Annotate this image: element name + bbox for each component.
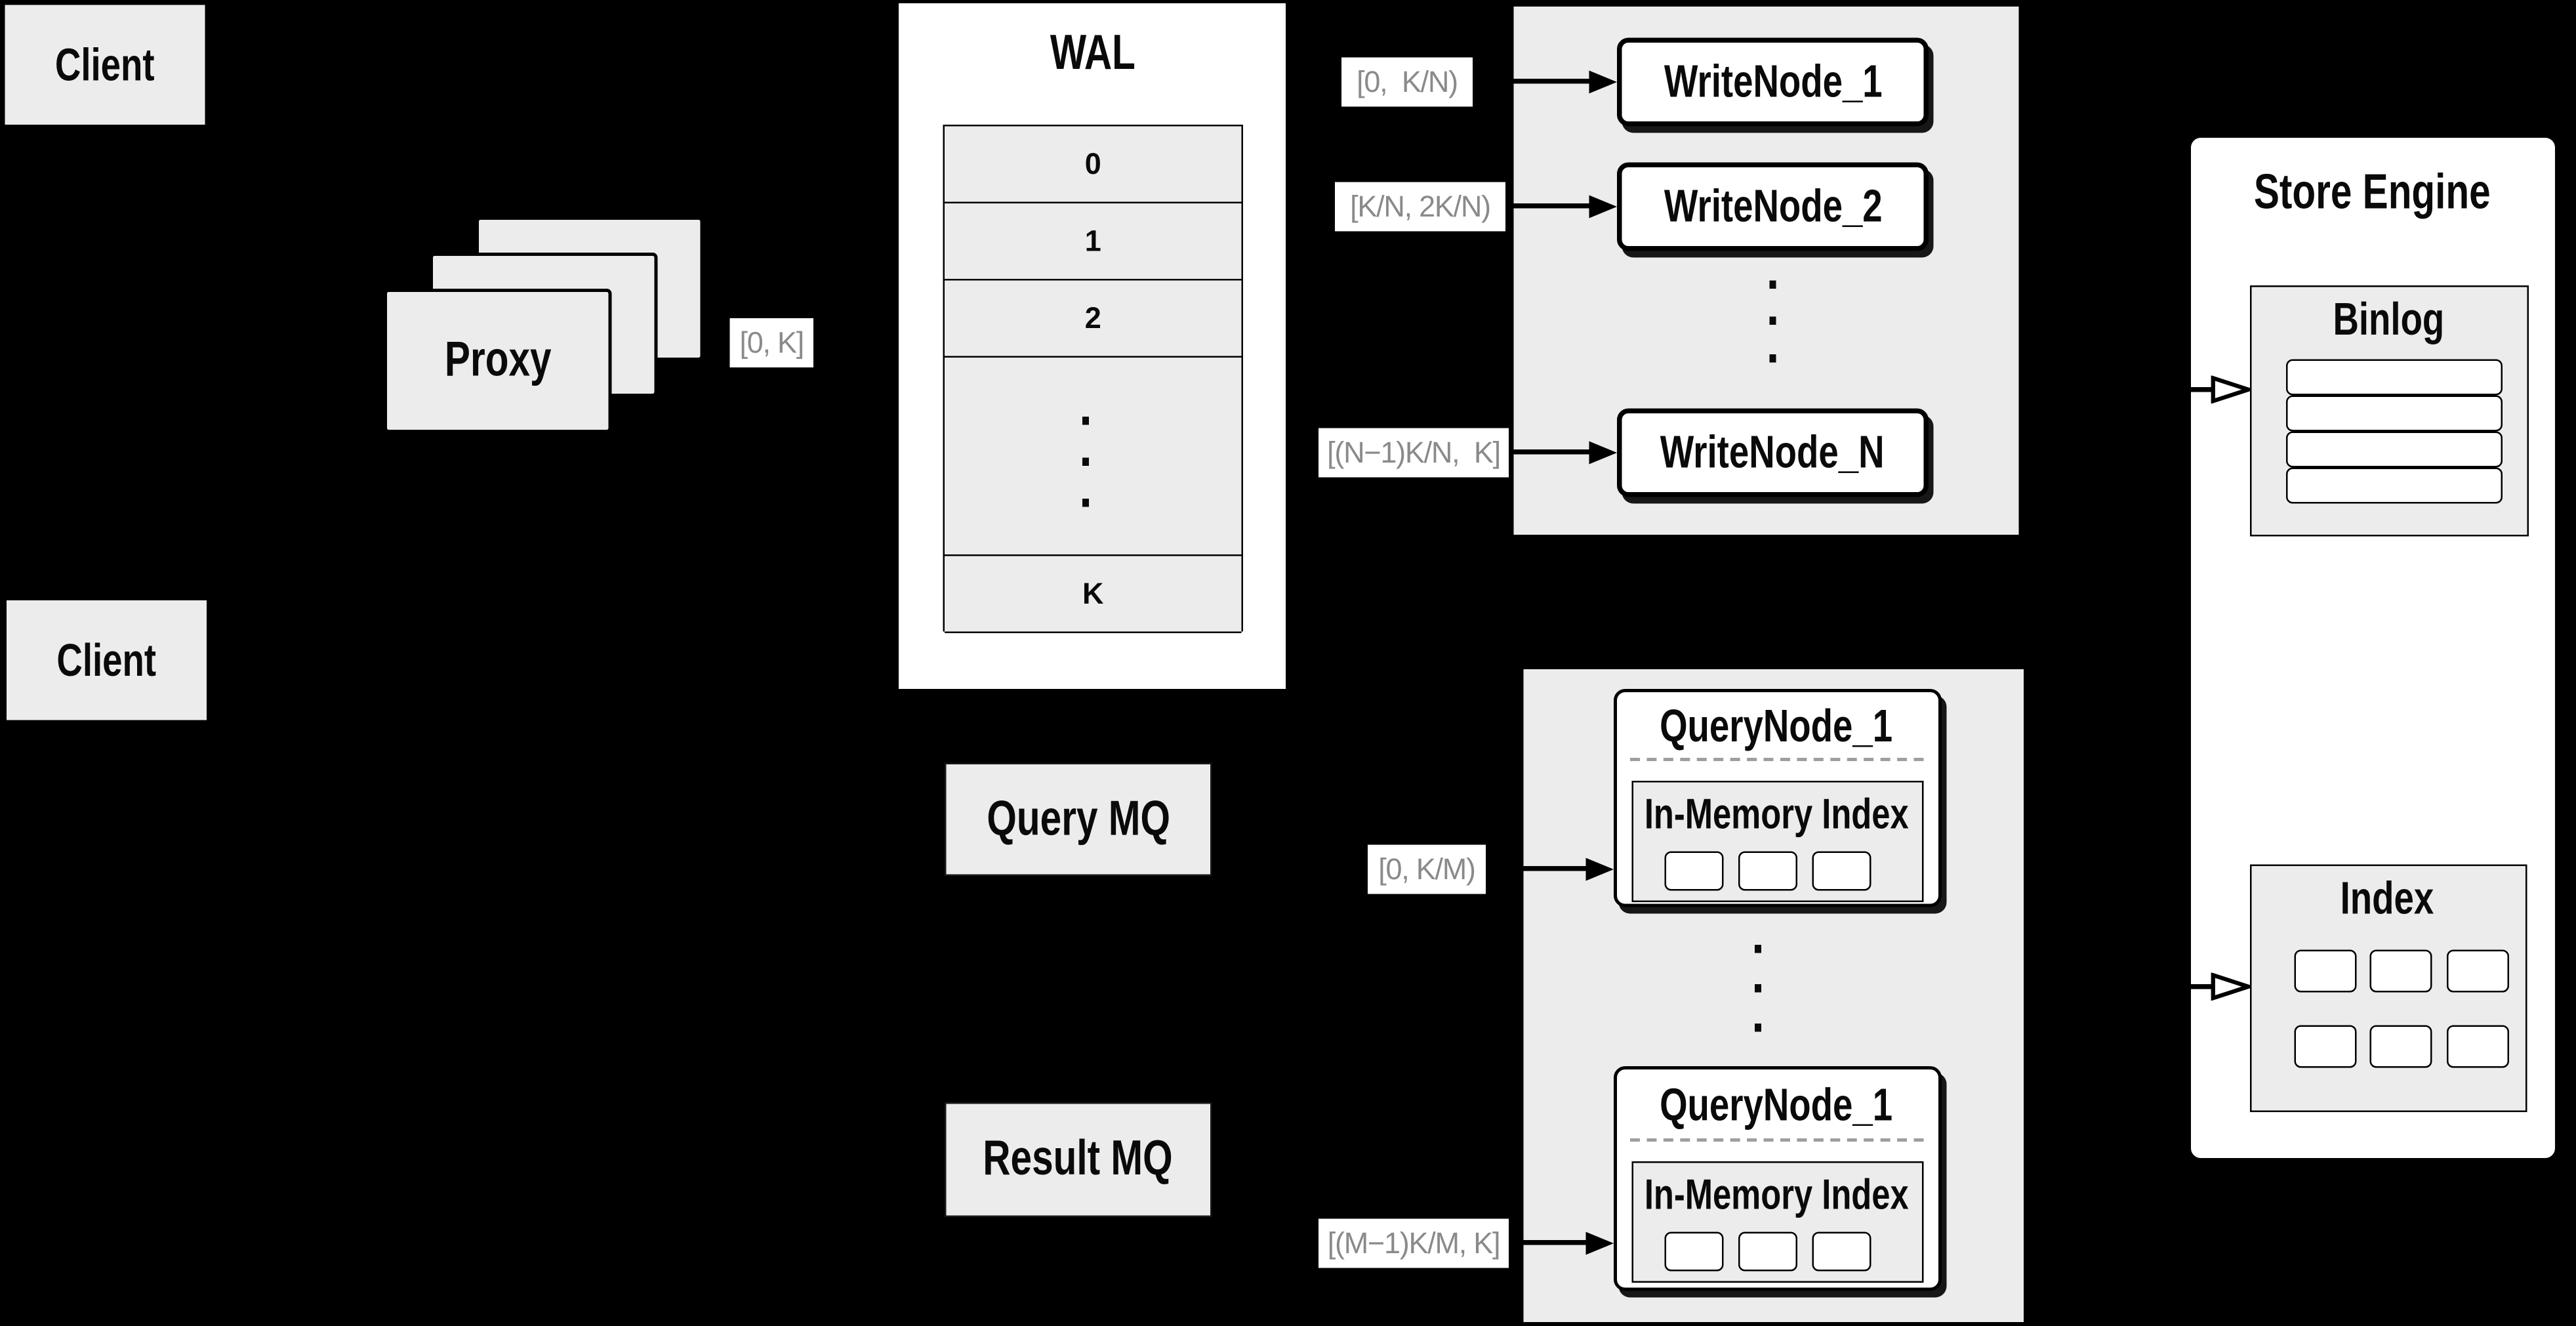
client-box-bottom: Client [7,600,207,720]
arrowhead-querynode-top [1585,858,1614,881]
wal-row-k: K [945,556,1242,633]
memory-cell [1664,1232,1724,1272]
memory-cell [1738,1232,1797,1272]
write-range-label-3: [(N−1)K/N, K] [1319,428,1509,478]
arrowhead-writenode-n [1589,441,1617,465]
wal-row-2: 2 [945,280,1242,358]
wal-row-1: 1 [945,203,1242,281]
query-mq-box: Query MQ [945,762,1212,876]
proxy-label: Proxy [444,333,552,388]
vertical-ellipsis-dot [1755,984,1761,993]
query-node-bottom: QueryNode_1 In-Memory Index [1614,1066,1942,1291]
query-mq-label: Query MQ [986,791,1170,846]
binlog-box: Binlog [2250,285,2529,537]
arrow-shaft-writenode-2 [1505,203,1589,209]
arrow-shaft-index [2161,984,2214,989]
store-engine-title: Store Engine [2255,165,2491,220]
write-range-label-1: [0, K/N) [1341,57,1473,107]
dashed-divider [1630,758,1924,761]
open-arrowhead-index [2211,972,2252,1001]
dashed-divider [1630,1138,1924,1142]
write-node-1: WriteNode_1 [1617,37,1929,127]
proxy-range-label: [0, K] [729,318,813,367]
binlog-row [2286,467,2503,504]
in-memory-title-bottom: In-Memory Index [1645,1169,1910,1218]
write-node-2: WriteNode_2 [1617,162,1929,251]
in-memory-title-top: In-Memory Index [1645,788,1910,838]
binlog-row [2286,359,2503,396]
vertical-ellipsis-dot [1769,354,1776,363]
vertical-ellipsis-dot [1082,457,1089,466]
write-node-n-label: WriteNode_N [1660,426,1885,478]
arrow-shaft-querynode-top [1486,866,1586,871]
index-title: Index [2341,873,2435,924]
index-cell [2294,1025,2357,1068]
query-range-label-2: [(M−1)K/M, K] [1319,1218,1509,1268]
vertical-ellipsis-dot [1082,417,1089,425]
vertical-ellipsis-dot [1755,1024,1761,1032]
arrow-shaft-binlog [2161,387,2214,392]
memory-cell [1738,851,1797,891]
write-range-label-2: [K/N, 2K/N) [1335,182,1505,232]
client-top-label: Client [55,38,155,90]
index-cell [2294,949,2357,993]
wal-title: WAL [1050,26,1135,81]
binlog-row [2286,395,2503,432]
in-memory-box-top: In-Memory Index [1631,781,1924,902]
in-memory-box-bottom: In-Memory Index [1631,1161,1924,1283]
write-node-n: WriteNode_N [1617,408,1929,497]
arrowhead-writenode-2 [1589,195,1617,218]
index-box: Index [2250,864,2527,1112]
open-arrowhead-binlog [2211,375,2252,404]
client-box-top: Client [5,5,205,125]
memory-cell [1664,851,1724,891]
arrow-shaft-writenode-n [1509,449,1589,455]
index-cell [2369,949,2432,993]
result-mq-label: Result MQ [983,1132,1174,1186]
result-mq-box: Result MQ [945,1102,1212,1217]
proxy-card-front: Proxy [384,289,612,433]
index-cell [2369,1025,2432,1068]
vertical-ellipsis-dot [1755,945,1761,953]
memory-cell [1812,851,1871,891]
proxy-stack: Proxy [384,217,704,433]
arrowhead-querynode-bottom [1585,1232,1614,1255]
vertical-ellipsis-dot [1769,280,1776,289]
wal-table: 0 1 2 K [943,125,1243,633]
arrowhead-writenode-1 [1589,70,1617,94]
query-range-label-1: [0, K/M) [1368,844,1486,894]
write-node-2-label: WriteNode_2 [1664,180,1882,232]
index-cell [2447,949,2509,993]
query-node-top-title: QueryNode_1 [1660,700,1894,752]
wal-box: WAL 0 1 2 K [899,3,1286,689]
binlog-row [2286,431,2503,468]
client-bottom-label: Client [56,634,157,685]
index-cell [2447,1025,2509,1068]
arrow-shaft-querynode-bottom [1509,1240,1586,1245]
vertical-ellipsis-dot [1769,316,1776,325]
write-node-1-label: WriteNode_1 [1664,56,1882,107]
arrow-shaft-writenode-1 [1473,79,1589,84]
query-node-bottom-title: QueryNode_1 [1660,1079,1894,1130]
query-node-top: QueryNode_1 In-Memory Index [1614,689,1942,907]
binlog-title: Binlog [2333,293,2445,345]
wal-row-0: 0 [945,126,1242,203]
memory-cell [1812,1232,1871,1272]
wal-row-ellipsis [945,358,1242,556]
vertical-ellipsis-dot [1082,499,1089,507]
